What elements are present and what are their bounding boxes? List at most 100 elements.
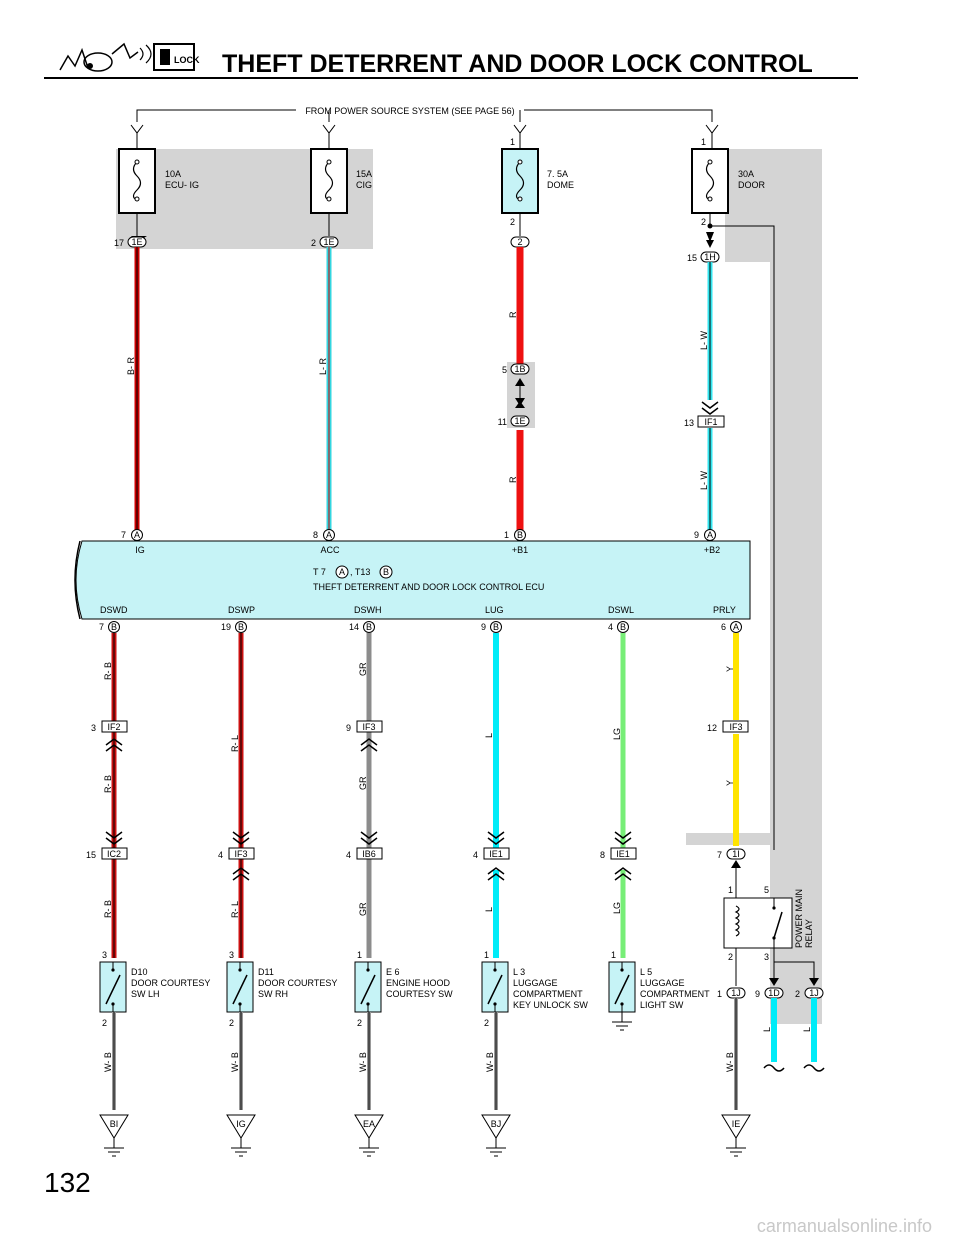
ecu-conn-a: A [339,567,345,577]
fuse-rating: 10A [165,169,181,179]
page-number: 132 [44,1167,91,1198]
connector-pin: 4 [218,850,223,860]
wire-label: W- B [358,1052,368,1072]
switch-pin: 2 [102,1018,107,1028]
power-source-label: FROM POWER SOURCE SYSTEM (SEE PAGE 56) [305,106,514,116]
header-icon: LOCK [59,42,200,72]
connector-pin: 3 [91,723,96,733]
ground-id: BJ [491,1119,502,1129]
terminal-name: PRLY [713,605,736,615]
circuit-e6: GR IF3 9 GR IB6 4 GR 1 2 E 6 ENGINE HOOD… [346,633,453,1157]
wire-label: L [484,733,494,738]
switch-name: COMPARTMENT [513,989,583,999]
connector-pin: 2 [795,989,800,999]
wire-label: R- L [230,901,240,918]
wire-label: LG [612,902,622,914]
terminal-conn: A [733,622,739,632]
relay-pin: 2 [728,952,733,962]
connector-id: IE1 [616,849,630,859]
relay-name: RELAY [804,919,814,948]
switch-pin: 3 [229,950,234,960]
connector-pin: 15 [687,253,697,263]
switch-name: COMPARTMENT [640,989,710,999]
wire-label: GR [358,776,368,790]
terminal-name: ACC [320,545,340,555]
switch-name: DOOR COURTESY [258,978,337,988]
wire-l-w: IF1 13 L- W L- W [684,262,725,532]
switch-pin: 3 [102,950,107,960]
terminal-name: LUG [485,605,504,615]
connector-id: 2 [517,237,522,247]
power-bracket-right [524,109,713,122]
connector-id: IB6 [362,849,376,859]
switch-code: E 6 [386,967,400,977]
switch-code: L 5 [640,967,652,977]
connector-pin: 4 [346,850,351,860]
circuit-l5: LG IE1 8 LG 1 L 5 LUGGAGE COMPARTMENT LI… [600,633,710,1031]
switch-code: L 3 [513,967,525,977]
connector-id: 1I [732,849,740,859]
terminal-name: DSWD [100,605,128,615]
relay-pin: 3 [764,952,769,962]
circuit-l3: L IE1 4 L 1 2 L 3 LUGGAGE COMPARTMENT KE… [473,633,588,1157]
wire-label: L- W [699,330,709,350]
junction-pin: 11 [498,417,507,427]
terminal-name: +B2 [704,545,720,555]
fuse-rating: 15A [356,169,372,179]
ground-id: BI [110,1119,119,1129]
wire-label: R- B [103,900,113,918]
fuse-cig: 15A CIG [310,133,372,236]
fuse-top-pin: 1 [510,137,515,147]
connector-pin: 7 [717,850,722,860]
switch-name: ENGINE HOOD [386,978,451,988]
fuse-rating: 7. 5A [547,169,568,179]
connector-id: 1E [131,237,142,247]
connector-id: IC2 [107,849,121,859]
wire-label: W- B [230,1052,240,1072]
shade-relay-block [686,149,822,1024]
terminal-conn: A [134,530,140,540]
connector-id: 1J [731,988,741,998]
terminal-pin: 4 [608,622,613,632]
terminal-name: +B1 [512,545,528,555]
fuse-name: CIG [356,180,372,190]
switch-pin: 1 [357,950,362,960]
connector-id: IF3 [729,722,742,732]
ecu-conn-b: B [383,567,389,577]
wire-label: R- L [230,735,240,752]
fuse-top-pin: 1 [701,137,706,147]
terminal-pin: 9 [481,622,486,632]
fuse-name: DOME [547,180,574,190]
fuse-bottom-pin: 2 [510,217,515,227]
switch-name: SW LH [131,989,160,999]
terminal-pin: 7 [99,622,104,632]
switch-pin: 2 [357,1018,362,1028]
junction-id: 1B [514,364,525,374]
terminal-conn: B [238,622,244,632]
connector-id: IF3 [362,722,375,732]
switch-pin: 1 [484,950,489,960]
wire-label: L [484,907,494,912]
ecu-label-mid: , T13 [350,567,370,577]
switch-code: D10 [131,967,148,977]
wire-b-r: B- R [126,247,140,532]
switch-name: SW RH [258,989,288,999]
connector-id: 1D [768,988,780,998]
wire-label: B- R [126,356,136,375]
wire-label: R [508,311,518,318]
terminal-name: DSWH [354,605,382,615]
wire-label: L- W [699,470,709,490]
circuit-d11: R- L IF3 4 R- L 3 2 D11 DOOR COURTESY SW… [218,633,337,1157]
ground-id: IG [236,1119,246,1129]
terminal-name: DSWL [608,605,634,615]
wire-l-r: L- R [318,247,332,532]
wire-label: Y [725,666,735,672]
ecu-name: THEFT DETERRENT AND DOOR LOCK CONTROL EC… [313,582,544,592]
terminal-conn: A [707,530,713,540]
terminal-pin: 9 [694,530,699,540]
connector-id: IE1 [489,849,503,859]
switch-name: LUGGAGE [640,978,685,988]
connector-pin: 1 [717,989,722,999]
wire-label: R- B [103,662,113,680]
